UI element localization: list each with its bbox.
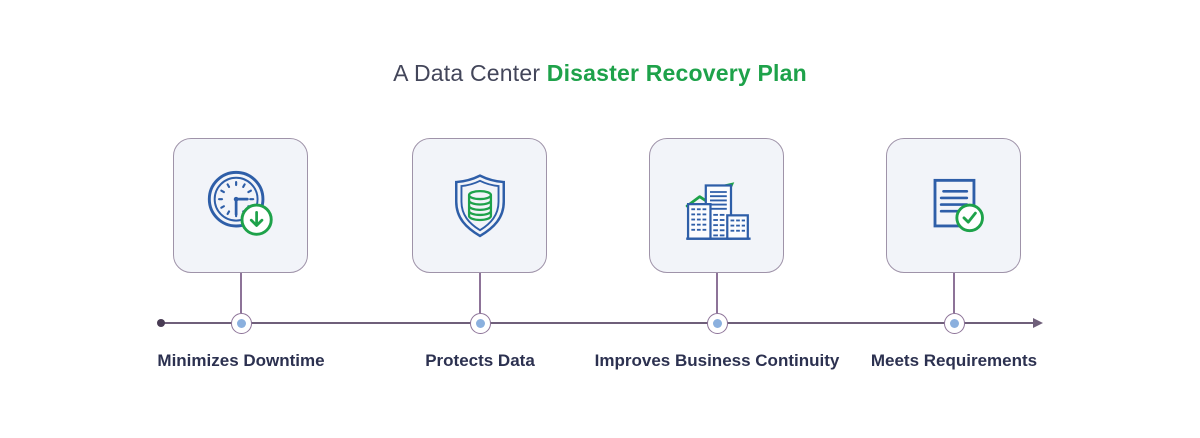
timeline-line (161, 322, 1034, 324)
clock-download-icon (207, 170, 273, 236)
step-connector-line (479, 273, 481, 313)
timeline-node (230, 312, 252, 334)
step-card (412, 138, 547, 273)
step-minimizes-downtime: Minimizes Downtime (111, 0, 371, 438)
step-card (173, 138, 308, 273)
page-title: A Data Center Disaster Recovery Plan (0, 60, 1200, 87)
timeline-node (469, 312, 491, 334)
step-connector-line (716, 273, 718, 313)
shield-database-icon (454, 173, 505, 237)
step-label: Improves Business Continuity (594, 351, 840, 370)
step-card (649, 138, 784, 273)
step-protects-data: Protects Data (350, 0, 610, 438)
timeline-node (706, 312, 728, 334)
buildings-growth-icon (685, 181, 751, 240)
step-card (886, 138, 1021, 273)
title-prefix: A Data Center (393, 60, 541, 86)
step-meets-requirements: Meets Requirements (824, 0, 1084, 438)
timeline-node-dot (475, 318, 485, 328)
document-check-icon (933, 178, 984, 232)
step-label: Protects Data (425, 351, 535, 370)
step-label: Minimizes Downtime (157, 351, 325, 370)
timeline-node-dot (949, 318, 959, 328)
timeline-node-dot (236, 318, 246, 328)
timeline-start-dot (157, 319, 165, 327)
timeline-node-dot (712, 318, 722, 328)
timeline-arrowhead-icon (1033, 317, 1043, 328)
step-label: Meets Requirements (870, 351, 1038, 370)
title-highlight: Disaster Recovery Plan (546, 60, 807, 86)
step-improves-business-continuity: Improves Business Continuity (587, 0, 847, 438)
step-connector-line (953, 273, 955, 313)
step-connector-line (240, 273, 242, 313)
timeline-node (943, 312, 965, 334)
